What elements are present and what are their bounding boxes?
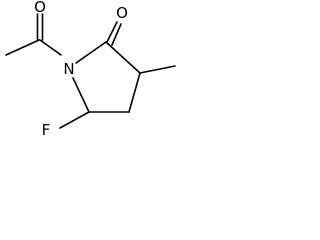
bond-acetyl-to-nitrogen	[39, 39, 62, 56]
atom-label-ring-oxygen: O	[116, 4, 128, 22]
bond-c3-to-c4	[128, 72, 141, 113]
atom-label-fluorine: F	[42, 121, 51, 139]
bond-n-to-c2	[75, 41, 107, 64]
bond-ring-carbonyl-right	[111, 23, 122, 46]
bond-ring-carbonyl-left	[106, 21, 118, 43]
bond-methyl-substituent	[139, 65, 176, 74]
bond-c2-to-c3	[105, 41, 141, 74]
bond-fluoro-substituent	[59, 111, 90, 129]
atom-label-nitrogen: N	[63, 60, 74, 78]
atom-label-acetyl-oxygen: O	[34, 0, 46, 16]
bond-c5-to-n	[72, 77, 90, 113]
bond-acetyl-methyl	[5, 39, 40, 56]
chemical-structure-diagram: O O N F	[5, 0, 176, 139]
